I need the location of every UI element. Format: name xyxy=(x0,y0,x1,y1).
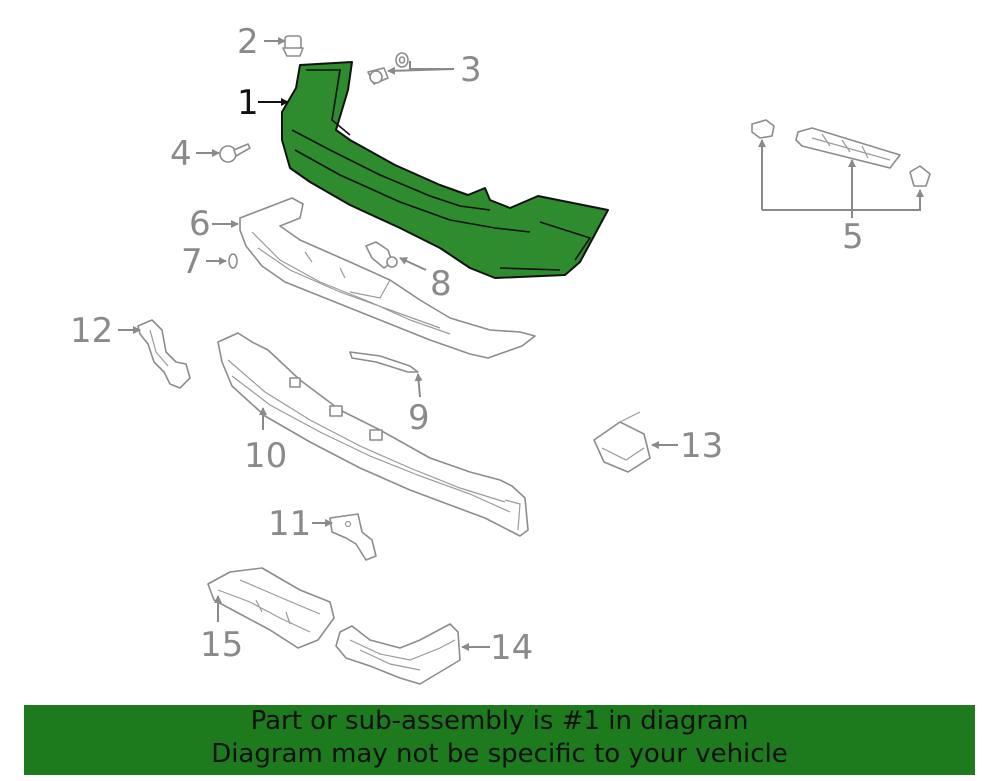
lower-garnish-part-6[interactable] xyxy=(239,197,536,359)
bumper-cover-part-1[interactable] xyxy=(281,61,609,279)
callout-3: 3 xyxy=(460,50,482,90)
callout-6: 6 xyxy=(189,204,211,244)
callout-8: 8 xyxy=(430,264,452,304)
info-banner: Part or sub-assembly is #1 in diagram Di… xyxy=(24,705,975,775)
callout-7: 7 xyxy=(181,242,203,282)
callout-2: 2 xyxy=(237,22,259,62)
callout-12: 12 xyxy=(70,311,113,351)
bracket-part-8[interactable] xyxy=(365,241,398,269)
undercover-part-14[interactable] xyxy=(335,623,461,685)
banner-line-2: Diagram may not be specific to your vehi… xyxy=(211,739,788,769)
callout-14: 14 xyxy=(490,628,533,668)
screw-part-3[interactable] xyxy=(367,52,409,85)
grommet-part-7[interactable] xyxy=(228,253,238,269)
banner-line-1: Part or sub-assembly is #1 in diagram xyxy=(250,706,749,736)
bracket-part-11[interactable] xyxy=(329,513,377,561)
callout-5: 5 xyxy=(842,217,864,257)
underbody-shield-part-15[interactable] xyxy=(207,567,335,649)
callout-15: 15 xyxy=(200,625,243,665)
sensor-part-13[interactable] xyxy=(593,411,651,473)
callout-1: 1 xyxy=(237,83,259,123)
reinforcement-beam-part-10[interactable] xyxy=(217,332,529,537)
callout-4: 4 xyxy=(170,134,192,174)
leader-lines xyxy=(118,37,924,651)
callout-9: 9 xyxy=(408,398,430,438)
clip-part-2[interactable] xyxy=(282,35,304,57)
callout-10: 10 xyxy=(244,436,287,476)
trim-strip-part-9[interactable] xyxy=(349,351,419,373)
bracket-part-5[interactable] xyxy=(751,119,931,187)
screw-part-4[interactable] xyxy=(219,143,251,163)
callout-13: 13 xyxy=(680,426,723,466)
callout-11: 11 xyxy=(268,504,311,544)
side-bracket-part-12[interactable] xyxy=(137,319,191,389)
callout-numbers: 1 2 3 4 5 6 7 8 9 10 11 12 13 14 15 xyxy=(70,22,864,668)
